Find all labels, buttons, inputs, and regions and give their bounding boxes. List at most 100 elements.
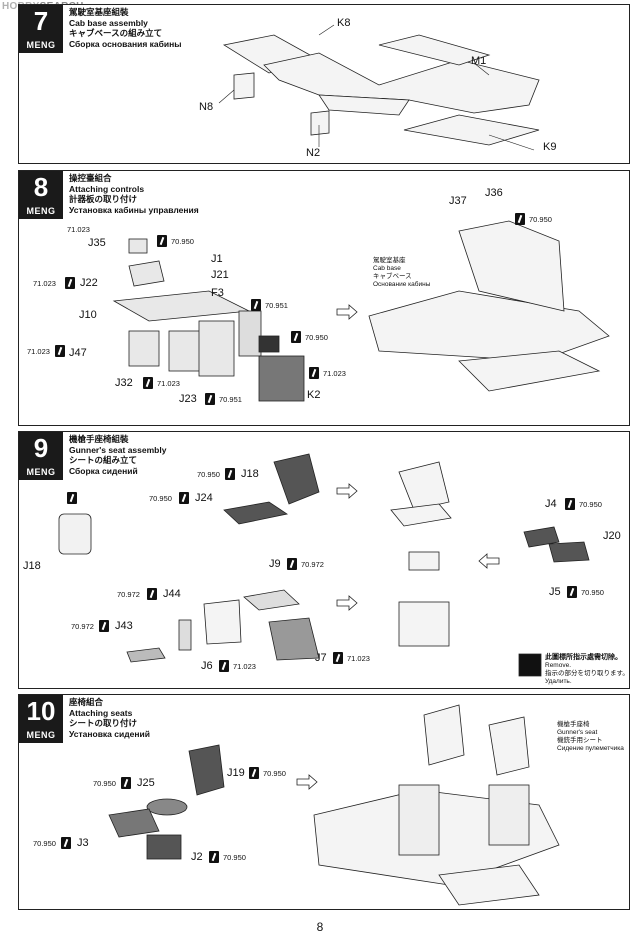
brand-logo: MENG [26, 40, 56, 50]
brand-logo: MENG [26, 467, 56, 477]
paint-icon [99, 620, 109, 632]
step-9-panel: 9 MENG 機槍手座椅組裝 Gunner's seat assembly シー… [18, 431, 630, 689]
paint-icon [291, 331, 301, 343]
paint-icon [65, 277, 75, 289]
paint-code: 70.950 [305, 333, 328, 342]
part-label: K8 [337, 17, 351, 29]
part-label: J25 [137, 777, 155, 789]
part-label: M1 [471, 55, 487, 67]
step-title: 座椅組合 Attaching seats シートの取り付け Установка … [69, 697, 150, 739]
part-label: J36 [485, 187, 503, 199]
cab-base-note: 駕駛室基座 Cab base キャブベース Основание кабины [373, 257, 431, 288]
part-label: J19 [227, 767, 245, 779]
paint-code: 70.972 [71, 622, 94, 631]
paint-code: 70.950 [581, 588, 604, 597]
paint-icon [225, 468, 235, 480]
paint-code: 70.950 [197, 470, 220, 479]
paint-icon [61, 837, 71, 849]
part-label: J44 [163, 588, 181, 600]
paint-code: 70.950 [223, 853, 246, 862]
step-7-panel: 7 MENG 駕駛室基座組裝 Cab base assembly キャブベースの… [18, 4, 630, 164]
part-label: F3 [211, 287, 224, 299]
part-label: J47 [69, 347, 87, 359]
step-title: 機槍手座椅組裝 Gunner's seat assembly シートの組み立て … [69, 434, 167, 476]
paint-icon [567, 586, 577, 598]
paint-code: 71.023 [323, 369, 346, 378]
seat-install-diagram [108, 704, 560, 906]
paint-code: 70.951 [219, 395, 242, 404]
paint-icon [179, 492, 189, 504]
paint-code: 70.972 [301, 560, 324, 569]
paint-code: 70.950 [171, 237, 194, 246]
step-title: 駕駛室基座組裝 Cab base assembly キャブベースの組み立て Сб… [69, 7, 182, 49]
cab-base-diagram [218, 24, 540, 151]
part-label: J22 [80, 277, 98, 289]
paint-icon [209, 851, 219, 863]
step-badge: 10 MENG [19, 695, 63, 743]
part-label: J37 [449, 195, 467, 207]
part-label: J1 [211, 253, 223, 265]
paint-code: 71.023 [233, 662, 256, 671]
paint-icon [333, 652, 343, 664]
part-label: K9 [543, 141, 557, 153]
part-label: J43 [115, 620, 133, 632]
step-badge: 8 MENG [19, 171, 63, 219]
part-label: J6 [201, 660, 213, 672]
part-label: J24 [195, 492, 213, 504]
paint-code: 71.023 [157, 379, 180, 388]
brand-logo: MENG [26, 730, 56, 740]
part-label: J9 [269, 558, 281, 570]
paint-icon [143, 377, 153, 389]
paint-icon [67, 492, 77, 504]
gunner-seat-note: 機槍手座椅 Gunner's seat 機銃手用シート Сидение пуле… [557, 721, 624, 752]
part-label: J35 [88, 237, 106, 249]
paint-code: 71.023 [67, 225, 90, 234]
part-label: J20 [603, 530, 621, 542]
paint-code: 70.951 [265, 301, 288, 310]
step-number: 9 [33, 433, 49, 463]
paint-icon [309, 367, 319, 379]
paint-icon [249, 767, 259, 779]
paint-icon [157, 235, 167, 247]
part-label: K2 [307, 389, 321, 401]
paint-icon [147, 588, 157, 600]
paint-code: 70.950 [93, 779, 116, 788]
part-label: N8 [199, 101, 214, 113]
step-badge: 7 MENG [19, 5, 63, 53]
paint-code: 70.950 [579, 500, 602, 509]
paint-icon [219, 660, 229, 672]
paint-icon [515, 213, 525, 225]
paint-icon [55, 345, 65, 357]
paint-icon [287, 558, 297, 570]
paint-icon [565, 498, 575, 510]
step-number: 8 [33, 172, 49, 202]
part-label: J2 [191, 851, 203, 863]
part-label: J18 [23, 560, 41, 572]
part-label: J4 [545, 498, 557, 510]
remove-note: 此圖標所指示處需切除。 Remove. 指示の部分を切り取ります。 Удалит… [545, 654, 629, 685]
brand-logo: MENG [26, 206, 56, 216]
part-label: J10 [79, 309, 97, 321]
step-10-panel: 10 MENG 座椅組合 Attaching seats シートの取り付け Ус… [18, 694, 630, 910]
part-label: J32 [115, 377, 133, 389]
step-number: 7 [33, 6, 49, 36]
paint-icon [251, 299, 261, 311]
step-8-panel: 8 MENG 操控臺組合 Attaching controls 計器板の取り付け… [18, 170, 630, 426]
step-badge: 9 MENG [19, 432, 63, 480]
paint-code: 71.023 [347, 654, 370, 663]
part-label: J3 [77, 837, 89, 849]
controls-diagram [112, 220, 610, 402]
paint-code: 71.023 [27, 347, 50, 356]
step-title: 操控臺組合 Attaching controls 計器板の取り付け Устано… [69, 173, 199, 215]
page-number: 8 [316, 920, 324, 934]
part-label: J18 [241, 468, 259, 480]
paint-code: 70.950 [263, 769, 286, 778]
part-label: N2 [306, 147, 321, 159]
part-label: J7 [315, 652, 327, 664]
part-label: J21 [211, 269, 229, 281]
paint-code: 70.950 [529, 215, 552, 224]
paint-code: 70.950 [33, 839, 56, 848]
paint-code: 71.023 [33, 279, 56, 288]
paint-icon [121, 777, 131, 789]
step-number: 10 [26, 696, 56, 726]
